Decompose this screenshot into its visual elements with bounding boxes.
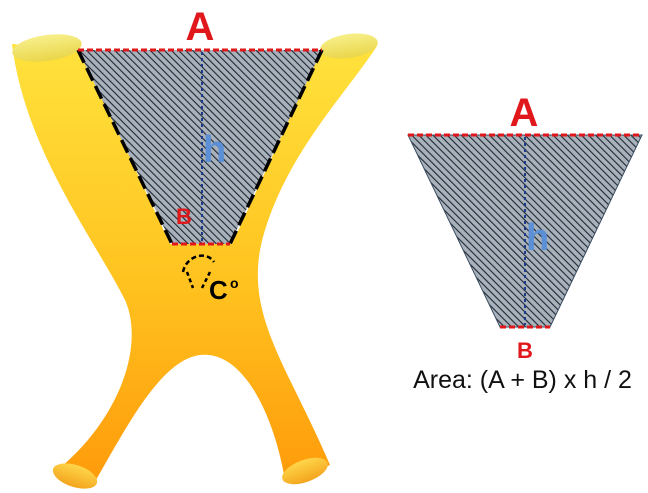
bottom-left-cap <box>52 463 98 489</box>
angle-left-ray <box>185 271 195 289</box>
left-trapezoid-fill <box>78 50 322 244</box>
left-label-a: A <box>186 5 215 49</box>
left-label-h: h <box>203 129 226 171</box>
angle-label-c: C <box>209 275 228 305</box>
right-side-dashed <box>228 49 324 245</box>
angle-label-degree: o <box>230 275 239 291</box>
right-label-b: B <box>517 338 533 363</box>
angle-arc <box>181 254 216 273</box>
right-label-a: A <box>510 91 539 135</box>
right-trapezoid <box>407 133 643 329</box>
left-side-dashed <box>76 49 174 245</box>
area-formula: Area: (A + B) x h / 2 <box>413 366 632 394</box>
y-body-shape <box>12 44 377 485</box>
top-left-cap <box>12 34 82 62</box>
y-shaped-body <box>12 33 378 489</box>
bottom-right-cap <box>282 457 328 485</box>
top-right-cap <box>320 33 378 59</box>
right-label-h: h <box>526 217 549 259</box>
left-label-b: B <box>176 204 192 229</box>
angle-right-ray <box>200 271 212 289</box>
left-trapezoid <box>76 48 324 246</box>
angle-marker <box>181 254 216 289</box>
